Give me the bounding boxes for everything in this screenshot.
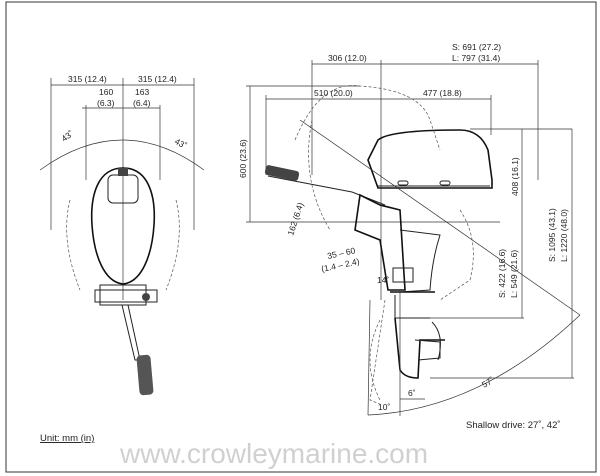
side-view: S: 691 (27.2) L: 797 (31.4) 306 (12.0) 5…: [238, 42, 581, 431]
half-left-mm: 160: [99, 87, 113, 97]
steer-right-label: 43˚: [173, 136, 189, 151]
length-l-label: L: 797 (31.4): [452, 53, 500, 63]
cowl-height-label: 408 (16.1): [510, 157, 520, 196]
shaft-s-label: S: 422 (16.6): [497, 249, 507, 298]
half-right-mm: 163: [135, 87, 149, 97]
trim-14-label: 14˚: [377, 275, 389, 285]
angle-10-label: 10˚: [378, 402, 390, 412]
front-view: 315 (12.4) 315 (12.4) 160 (6.3) 163 (6.4…: [39, 74, 205, 396]
front-reach-label: 477 (18.8): [423, 88, 462, 98]
tilt-reach-label: 306 (12.0): [328, 53, 367, 63]
total-l-label: L: 1220 (48.0): [559, 209, 569, 262]
shallow-drive-note: Shallow drive: 27˚, 42˚: [466, 420, 561, 431]
watermark: www.crowleymarine.com: [119, 438, 428, 469]
transom-in-label: (1.4 – 2.4): [320, 256, 360, 274]
tiller-reach-label: 510 (20.0): [314, 88, 353, 98]
width-right-label: 315 (12.4): [138, 74, 177, 84]
length-s-label: S: 691 (27.2): [452, 42, 501, 52]
angle-6-label: 6˚: [408, 388, 416, 398]
half-left-in: (6.3): [97, 98, 115, 108]
half-right-in: (6.4): [133, 98, 151, 108]
clamp-depth-label: 162 (6.4): [285, 201, 305, 237]
total-s-label: S: 1095 (43.1): [547, 208, 557, 262]
steer-left-label: 43˚: [59, 128, 75, 143]
frame-border: [5, 1, 597, 473]
tilt-height-label: 600 (23.6): [238, 139, 248, 178]
shaft-l-label: L: 549 (21.6): [509, 250, 519, 298]
width-left-label: 315 (12.4): [68, 74, 107, 84]
unit-label: Unit: mm (in): [40, 433, 94, 444]
